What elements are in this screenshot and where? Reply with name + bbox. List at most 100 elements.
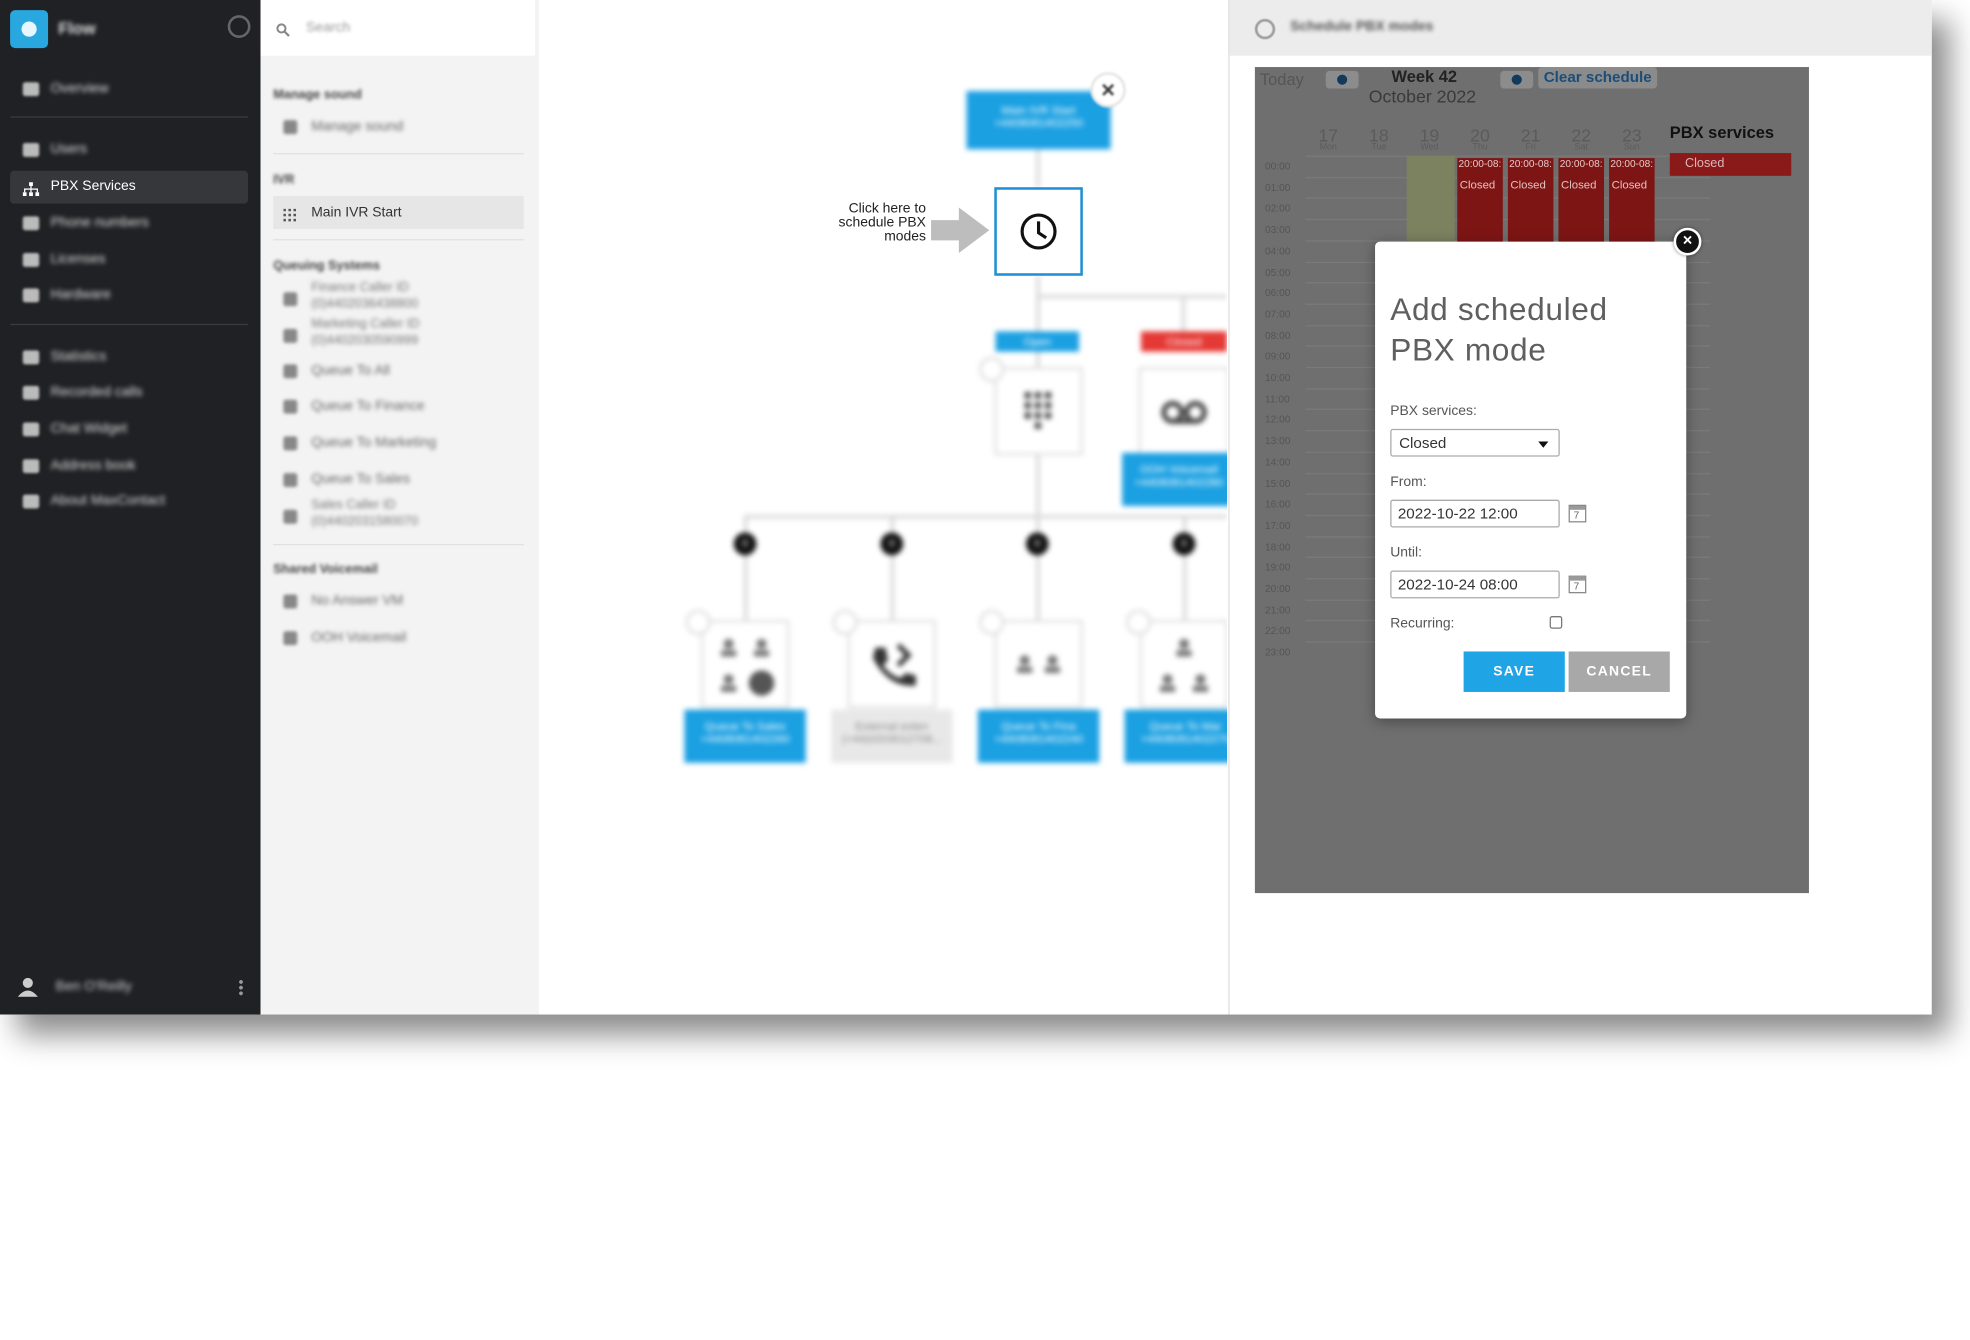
sound-icon[interactable] — [979, 609, 1005, 636]
remove-node-button[interactable] — [1090, 72, 1126, 108]
queue-node[interactable] — [700, 619, 790, 709]
sound-icon[interactable] — [685, 609, 711, 636]
sound-icon[interactable] — [979, 356, 1005, 383]
chat-icon — [22, 422, 40, 437]
connector — [1181, 294, 1186, 333]
extension-label-node[interactable]: External exten(+44)0203012708... — [831, 709, 953, 763]
flow-diagram: Main IVR Start +4408081402250 Open Close… — [541, 0, 1228, 1015]
tree-item-manage-sound[interactable]: Manage sound — [273, 110, 523, 143]
sidebar-item-address-book[interactable]: Address book — [10, 450, 248, 483]
dialpad-icon — [283, 206, 297, 222]
calendar-icon[interactable]: 7 — [1568, 575, 1587, 594]
queue-node[interactable] — [1139, 619, 1228, 709]
digit-badge[interactable]: 0 — [1025, 532, 1049, 556]
queue-icon — [283, 473, 298, 488]
hour-label: 01:00 — [1265, 181, 1291, 194]
section-title-queuing-systems: Queuing Systems — [273, 259, 381, 274]
digit-badge[interactable]: 0 — [733, 532, 757, 556]
pbx-services-select[interactable]: Closed — [1390, 428, 1560, 457]
sidebar-item-overview[interactable]: Overview — [10, 73, 248, 106]
voicemail-label-node[interactable]: OOH Voicemail +4408081402280 — [1122, 452, 1228, 506]
queue-number: (0)4402036438800 — [311, 297, 419, 312]
hour-label: 16:00 — [1265, 498, 1291, 511]
digit-label: 0 — [1034, 537, 1041, 550]
sidebar-item-chat-widget[interactable]: Chat Widget — [10, 414, 248, 447]
save-button[interactable]: SAVE — [1463, 651, 1565, 692]
queue-node[interactable] — [994, 619, 1083, 709]
hour-label: 00:00 — [1265, 160, 1291, 173]
node-number: +4408081402270 — [1140, 732, 1228, 746]
clear-schedule-button[interactable]: Clear schedule — [1538, 67, 1658, 89]
node-number: +4408081402240 — [994, 732, 1084, 746]
today-button[interactable]: Today — [1259, 69, 1304, 89]
schedule-clock-node[interactable] — [994, 187, 1083, 276]
voicemail-node[interactable] — [1138, 366, 1228, 456]
queue-icon — [283, 292, 298, 307]
voicemail-icon — [1161, 401, 1207, 424]
connector — [1182, 514, 1187, 622]
sidebar-item-statistics[interactable]: Statistics — [10, 342, 248, 375]
collapse-sidebar-button[interactable] — [227, 15, 251, 38]
user-menu[interactable]: Ben O'Reilly — [17, 974, 243, 1002]
day-number: 17 — [1318, 125, 1339, 146]
ivr-start-node[interactable]: Main IVR Start +4408081402250 — [966, 91, 1111, 150]
dialpad-node[interactable] — [994, 366, 1083, 456]
add-schedule-dialog: Add scheduled PBX mode PBX services: Clo… — [1375, 241, 1687, 719]
sound-icon[interactable] — [832, 609, 858, 636]
more-options-icon[interactable] — [239, 979, 243, 996]
node-number: +4408081402250 — [994, 116, 1084, 130]
tree-item-queue[interactable]: Queue To Sales — [273, 463, 523, 496]
external-extension-node[interactable] — [847, 619, 937, 709]
sidebar-item-phone-numbers[interactable]: Phone numbers — [10, 207, 248, 240]
users-icon — [721, 638, 775, 696]
sidebar-item-about[interactable]: About MaxContact — [10, 486, 248, 519]
close-dialog-button[interactable]: × — [1673, 227, 1702, 256]
close-icon — [1102, 83, 1115, 96]
digit-badge[interactable]: 0 — [880, 532, 904, 556]
prev-week-button[interactable] — [1325, 70, 1359, 89]
calendar-icon[interactable]: 7 — [1568, 504, 1587, 523]
queue-label-node[interactable]: Queue To Mar+4408081402270 — [1124, 709, 1228, 763]
cancel-button[interactable]: CANCEL — [1568, 651, 1670, 692]
digit-badge[interactable]: 0 — [1172, 532, 1196, 556]
sidebar-item-hardware[interactable]: Hardware — [10, 280, 248, 313]
queue-label-node[interactable]: Queue To Fina+4408081402240 — [977, 709, 1100, 763]
tree-item-queue[interactable]: Queue To Finance — [273, 390, 523, 423]
day-number: 19 — [1419, 125, 1440, 146]
tree-item-label: Finance Caller ID(0)4402036438800 — [311, 280, 418, 313]
day-number: 22 — [1571, 125, 1592, 146]
sound-icon[interactable] — [1125, 609, 1152, 636]
address-book-icon — [22, 459, 40, 474]
queue-label-node[interactable]: Queue To Sales+4408081402260 — [684, 709, 806, 763]
hour-label: 18:00 — [1265, 540, 1291, 553]
tree-item-main-ivr-start[interactable]: Main IVR Start — [273, 196, 524, 229]
next-week-button[interactable] — [1500, 70, 1534, 89]
search-bar[interactable]: Search — [260, 0, 536, 56]
sidebar-item-pbx-services[interactable]: PBX Services — [10, 170, 248, 204]
sidebar-item-licenses[interactable]: Licenses — [10, 244, 248, 277]
day-number: 20 — [1470, 125, 1490, 146]
tree-item-queue[interactable]: Finance Caller ID(0)4402036438800 — [273, 280, 523, 315]
recurring-checkbox[interactable] — [1549, 616, 1563, 629]
avatar — [17, 977, 38, 997]
connector — [743, 514, 1228, 519]
tree-item-label: Queue To All — [311, 363, 390, 379]
event-time: 20:00-08: — [1458, 158, 1502, 170]
node-number: (+44)0203012708... — [841, 732, 942, 746]
tree-item-queue[interactable]: Marketing Caller ID(0)4402030590999 — [273, 318, 523, 352]
tree-item-voicemail[interactable]: No Answer VM — [273, 584, 523, 617]
tree-item-queue[interactable]: Queue To All — [273, 354, 523, 387]
search-input[interactable]: Search — [306, 20, 351, 36]
tree-item-voicemail[interactable]: OOH Voicemail — [273, 621, 523, 654]
plus-icon — [22, 216, 40, 231]
tree-item-queue[interactable]: Queue To Marketing — [273, 426, 523, 459]
until-input[interactable]: 2022-10-24 08:00 — [1390, 570, 1560, 599]
users-icon — [22, 142, 40, 157]
sidebar-item-recorded-calls[interactable]: Recorded calls — [10, 377, 248, 410]
tree-item-queue[interactable]: Sales Caller ID(0)4402031580070 — [273, 498, 523, 533]
sidebar-item-users[interactable]: Users — [10, 134, 248, 167]
sidebar-item-label: Phone numbers — [50, 215, 149, 231]
event-label: Closed — [1459, 178, 1496, 192]
legend-item-closed[interactable]: Closed — [1669, 153, 1792, 176]
from-input[interactable]: 2022-10-22 12:00 — [1390, 499, 1560, 528]
